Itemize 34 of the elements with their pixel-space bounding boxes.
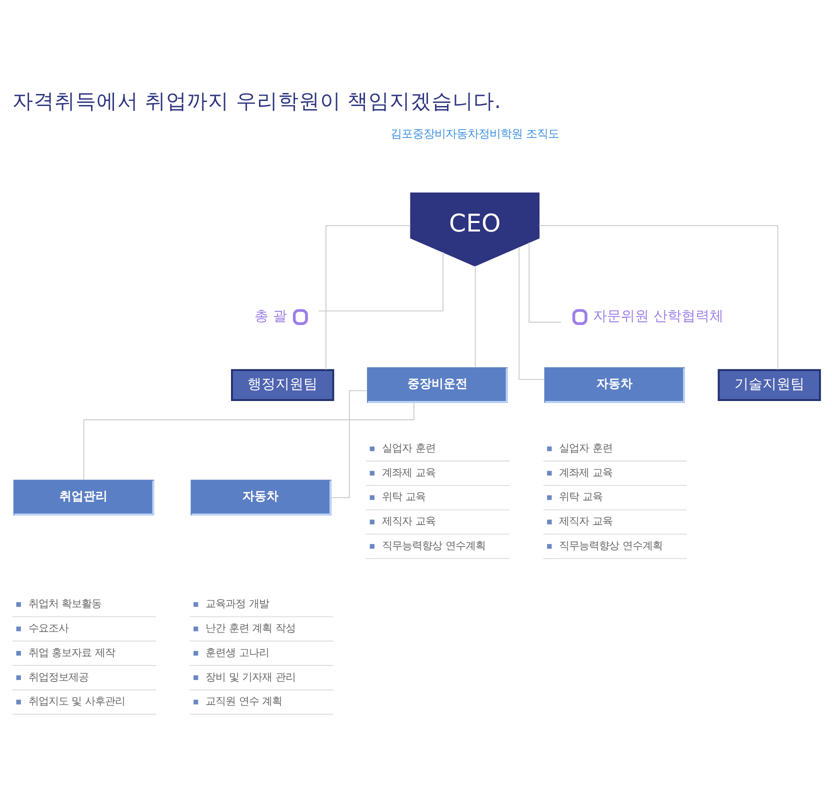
node-label: 위탁 교육 xyxy=(559,491,603,504)
node-label: 직무능력향상 연수계획 xyxy=(382,540,486,552)
label: 김포중장비자동차정비학원 조직도 xyxy=(390,128,560,141)
node-box: 행정지원팀 xyxy=(231,369,334,401)
node-label: 제직자 교육 xyxy=(559,516,613,528)
node-label: 직무능력향상 연수계획 xyxy=(559,540,663,552)
connector xyxy=(518,246,545,380)
node-label: 자문위원 산학협력체 xyxy=(593,308,724,324)
connector xyxy=(326,225,411,370)
connector xyxy=(538,225,778,370)
node-label: 계좌제 교육 xyxy=(382,466,436,479)
connector xyxy=(474,265,476,368)
node-label: 취업처 확보활동 xyxy=(28,598,102,610)
node-label: 위탁 교육 xyxy=(382,491,426,504)
node-box: 기술지원팀 xyxy=(718,369,821,401)
connector xyxy=(331,390,368,498)
connector xyxy=(528,242,562,323)
connector xyxy=(83,402,414,480)
node-label: 수요조사 xyxy=(28,622,68,635)
node-label: 교직원 연수 계획 xyxy=(206,696,282,708)
node-label: 실업자 훈련 xyxy=(559,442,613,454)
node-label: 제직자 교육 xyxy=(382,516,436,528)
node-label: 장비 및 기자재 관리 xyxy=(206,671,296,684)
node-label: 교육과정 개발 xyxy=(206,598,269,610)
node-label: 계좌제 교육 xyxy=(559,466,613,479)
node-label: 취업지도 및 사후관리 xyxy=(28,696,125,708)
node-label: 취업 홍보자료 제작 xyxy=(28,646,115,659)
node-label: 난간 훈련 계획 작성 xyxy=(206,622,296,635)
diagram-title: 자격취득에서 취업까지 우리학원이 책임지겠습니다. xyxy=(12,89,501,114)
node-label: 실업자 훈련 xyxy=(382,442,436,454)
connector xyxy=(318,252,444,312)
node-label: 훈련생 고나리 xyxy=(206,646,269,659)
node-label: 취업정보제공 xyxy=(28,671,88,684)
node-label: 총 괄 xyxy=(254,308,287,324)
